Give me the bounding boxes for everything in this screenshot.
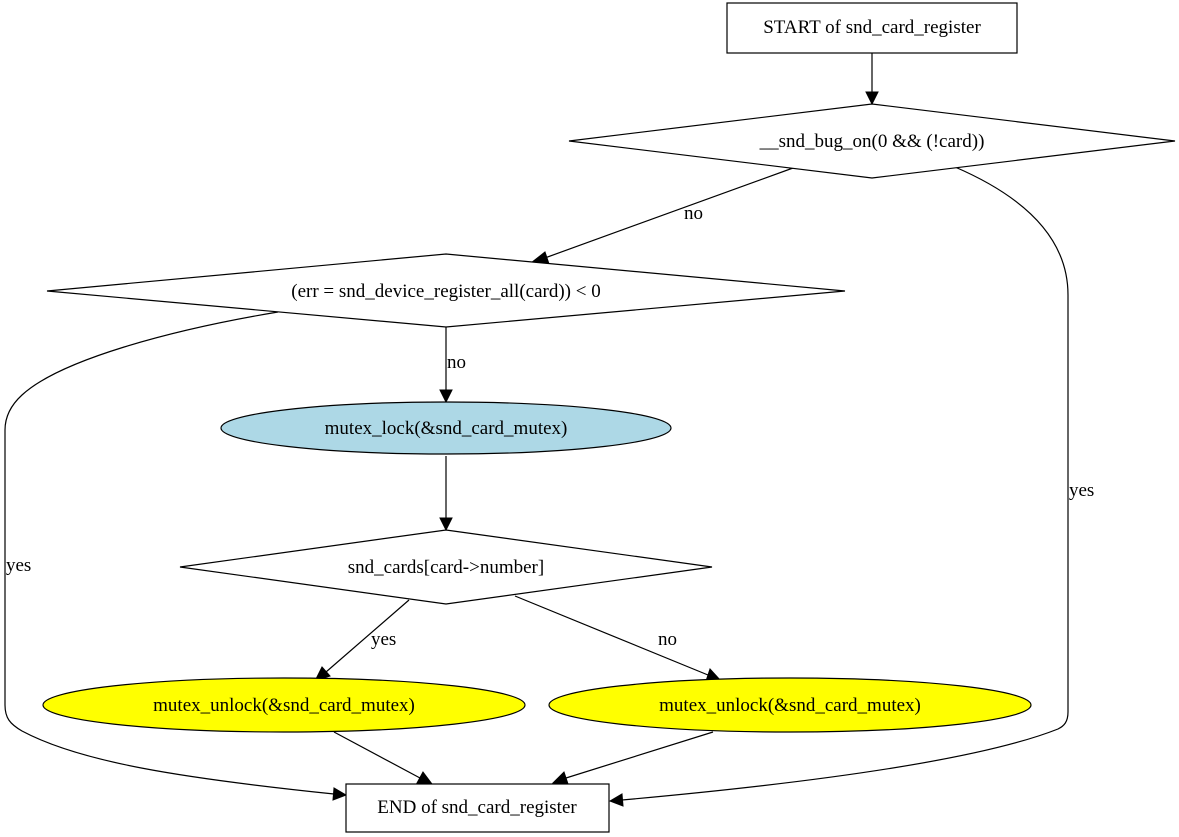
edge-label-no: no [447, 352, 466, 373]
start-box [726, 2, 1018, 54]
edge-unlock-no-to-end [551, 731, 714, 785]
arrowhead-icon [416, 771, 434, 785]
arrowhead-icon [439, 389, 453, 404]
edge-line [541, 167, 794, 260]
arrowhead-icon [865, 91, 879, 106]
process-ellipse [42, 677, 526, 733]
node-start-label: START of snd_card_register [763, 17, 981, 38]
node-unlock-yes[interactable]: mutex_unlock(&snd_card_mutex) [42, 677, 526, 733]
edge-unlock-yes-to-end [333, 731, 434, 785]
edge-line [621, 166, 1069, 801]
edges: no yes no yes yes [4, 53, 1094, 807]
node-register-all[interactable]: (err = snd_device_register_all(card)) < … [46, 253, 846, 328]
arrowhead-icon [439, 517, 453, 532]
node-unlock-no[interactable]: mutex_unlock(&snd_card_mutex) [548, 677, 1032, 733]
process-ellipse [220, 401, 672, 455]
edge-label-yes: yes [1069, 480, 1094, 501]
process-ellipse [548, 677, 1032, 733]
edge-line [565, 731, 714, 779]
edge-start-to-bug-on [865, 53, 879, 106]
edge-line [325, 599, 410, 673]
decision-diamond [179, 529, 713, 605]
node-unlock-no-label: mutex_unlock(&snd_card_mutex) [659, 695, 921, 716]
edge-lock-to-check [439, 456, 453, 532]
edge-label-no: no [684, 203, 703, 224]
arrowhead-icon [551, 771, 569, 785]
node-mutex-lock[interactable]: mutex_lock(&snd_card_mutex) [220, 401, 672, 455]
edge-check-yes: yes [314, 599, 410, 682]
edge-line [4, 311, 335, 795]
edge-line [333, 731, 421, 779]
node-bug-on[interactable]: __snd_bug_on(0 && (!card)) [568, 103, 1176, 179]
node-end-label: END of snd_card_register [377, 797, 577, 818]
edge-bug-on-no: no [529, 167, 794, 265]
node-bug-on-label: __snd_bug_on(0 && (!card)) [759, 131, 985, 152]
node-unlock-yes-label: mutex_unlock(&snd_card_mutex) [153, 695, 415, 716]
node-end[interactable]: END of snd_card_register [345, 783, 610, 833]
decision-diamond [46, 253, 846, 328]
edge-register-no: no [439, 327, 466, 404]
end-box [345, 783, 610, 833]
arrowhead-icon [608, 793, 624, 807]
edge-label-no: no [658, 629, 677, 650]
node-start[interactable]: START of snd_card_register [726, 2, 1018, 54]
node-cards-check-label: snd_cards[card->number] [348, 557, 544, 578]
node-cards-check[interactable]: snd_cards[card->number] [179, 529, 713, 605]
arrowhead-icon [332, 787, 348, 801]
node-register-all-label: (err = snd_device_register_all(card)) < … [291, 281, 600, 302]
edge-label-yes: yes [371, 629, 396, 650]
edge-line [514, 595, 709, 676]
edge-bug-on-yes: yes [608, 166, 1094, 807]
node-mutex-lock-label: mutex_lock(&snd_card_mutex) [325, 418, 568, 439]
nodes: START of snd_card_register __snd_bug_on(… [42, 2, 1176, 833]
edge-register-yes: yes [4, 311, 348, 801]
edge-check-no: no [514, 595, 723, 682]
edge-label-yes: yes [6, 555, 31, 576]
decision-diamond [568, 103, 1176, 179]
